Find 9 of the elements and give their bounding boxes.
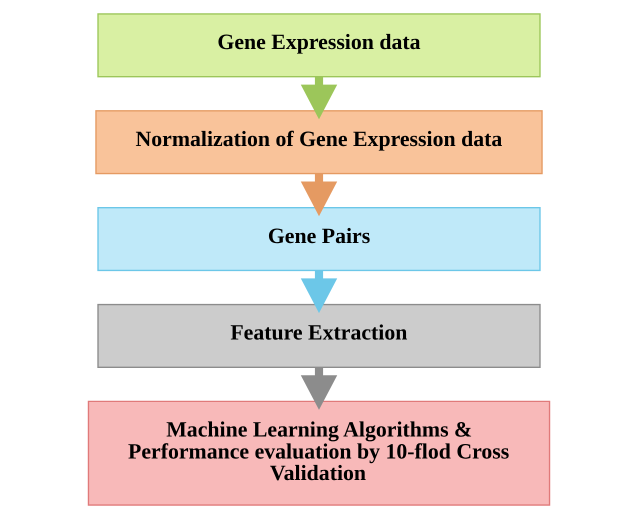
- arrow: [300, 270, 338, 314]
- node-box: Normalization of Gene Expression data: [95, 110, 543, 174]
- node-box: Gene Expression data: [97, 13, 541, 78]
- arrow: [300, 77, 338, 120]
- arrow: [300, 174, 338, 216]
- node-box: Machine Learning Algorithms & Performance evaluation by 10-flod Cross Validation: [88, 400, 550, 506]
- node-box: Gene Pairs: [97, 206, 541, 272]
- node-box: Feature Extraction: [97, 304, 541, 368]
- arrow: [300, 367, 338, 410]
